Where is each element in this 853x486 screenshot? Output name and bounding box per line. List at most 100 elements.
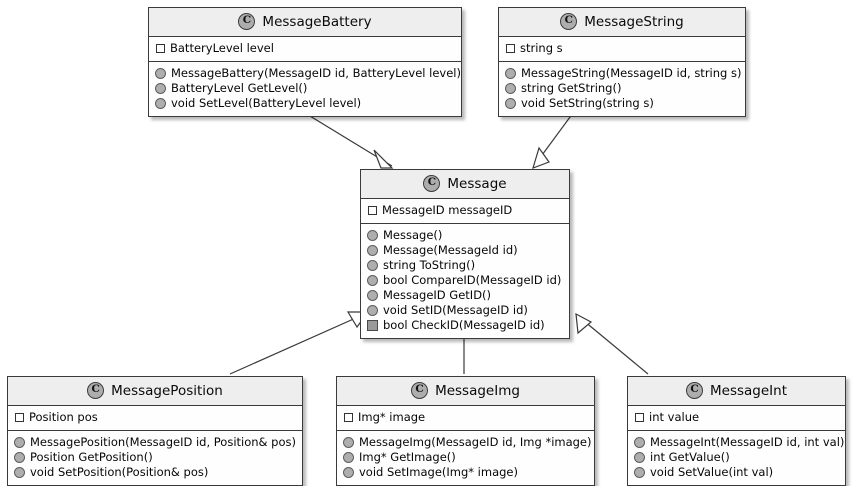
public-member-marker-icon	[634, 452, 645, 463]
method-label: Position GetPosition()	[30, 450, 153, 464]
class-box-messageposition[interactable]: C MessagePosition Position pos MessagePo…	[7, 376, 303, 486]
method-label: void SetImage(Img* image)	[359, 465, 518, 479]
generalization-messageint-to-message	[575, 312, 649, 375]
methods-section: MessagePosition(MessageID id, Position& …	[8, 431, 302, 485]
method-label: void SetID(MessageID id)	[383, 303, 528, 317]
private-field-marker-icon	[506, 44, 515, 53]
class-name-label: Message	[447, 175, 507, 192]
class-name-label: MessageString	[584, 13, 684, 30]
method-label: void SetString(string s)	[521, 96, 654, 110]
method-label: MessageString(MessageID id, string s)	[521, 66, 742, 80]
field-row: MessageID messageID	[367, 203, 563, 218]
generalization-messagebattery-to-message	[304, 112, 394, 169]
class-type-icon: C	[238, 13, 256, 30]
public-member-marker-icon	[505, 83, 516, 94]
field-label: MessageID messageID	[382, 203, 513, 217]
fields-section: int value	[628, 406, 845, 430]
class-box-messageint[interactable]: C MessageInt int value MessageInt(Messag…	[627, 376, 846, 486]
class-name-label: MessageInt	[710, 382, 787, 399]
fields-section: Img* image	[337, 406, 594, 430]
methods-section: MessageImg(MessageID id, Img *image) Img…	[337, 431, 594, 485]
class-type-icon: C	[686, 382, 703, 399]
public-member-marker-icon	[343, 452, 354, 463]
class-name-label: MessageBattery	[262, 13, 372, 30]
field-row: string s	[505, 41, 739, 56]
public-member-marker-icon	[367, 245, 378, 256]
divider	[8, 430, 302, 431]
class-box-messageimg[interactable]: C MessageImg Img* image MessageImg(Messa…	[336, 376, 595, 486]
public-member-marker-icon	[155, 83, 166, 94]
public-member-marker-icon	[367, 260, 378, 271]
method-row: bool CompareID(MessageID id)	[367, 273, 563, 288]
divider	[499, 36, 745, 37]
public-member-marker-icon	[505, 68, 516, 79]
generalization-messagestring-to-message	[532, 112, 574, 169]
field-row: int value	[634, 410, 839, 425]
private-field-marker-icon	[15, 413, 24, 422]
method-label: void SetValue(int val)	[650, 465, 774, 479]
method-row: BatteryLevel GetLevel()	[155, 81, 455, 96]
divider	[628, 430, 845, 431]
public-member-marker-icon	[634, 467, 645, 478]
method-label: MessageBattery(MessageID id, BatteryLeve…	[171, 66, 461, 80]
method-row: MessageBattery(MessageID id, BatteryLeve…	[155, 66, 461, 81]
method-row: void SetPosition(Position& pos)	[14, 465, 296, 480]
method-row: void SetString(string s)	[505, 96, 739, 111]
method-label: MessageImg(MessageID id, Img *image)	[359, 435, 592, 449]
method-row: MessageString(MessageID id, string s)	[505, 66, 742, 81]
class-header-messagestring: C MessageString	[499, 8, 745, 36]
public-member-marker-icon	[14, 467, 25, 478]
method-label: BatteryLevel GetLevel()	[171, 81, 308, 95]
public-member-marker-icon	[367, 275, 378, 286]
method-label: int GetValue()	[650, 450, 730, 464]
method-row: int GetValue()	[634, 450, 839, 465]
public-member-marker-icon	[14, 452, 25, 463]
field-row: BatteryLevel level	[155, 41, 455, 56]
public-member-marker-icon	[505, 98, 516, 109]
field-label: string s	[520, 41, 563, 55]
method-row: void SetLevel(BatteryLevel level)	[155, 96, 455, 111]
public-member-marker-icon	[634, 437, 645, 448]
class-type-icon: C	[560, 13, 578, 30]
public-member-marker-icon	[155, 98, 166, 109]
method-label: bool CompareID(MessageID id)	[383, 273, 562, 287]
class-name-label: MessageImg	[435, 382, 520, 399]
class-header-messageposition: C MessagePosition	[8, 377, 302, 405]
class-header-messageint: C MessageInt	[628, 377, 845, 405]
method-row: Img* GetImage()	[343, 450, 588, 465]
class-header-message: C Message	[361, 170, 569, 198]
class-box-message[interactable]: C Message MessageID messageID Message() …	[360, 169, 570, 339]
fields-section: Position pos	[8, 406, 302, 430]
method-label: MessageInt(MessageID id, int val)	[650, 435, 845, 449]
class-box-messagestring[interactable]: C MessageString string s MessageString(M…	[498, 7, 746, 117]
method-label: Img* GetImage()	[359, 450, 456, 464]
method-label: void SetLevel(BatteryLevel level)	[171, 96, 362, 110]
method-label: Message(MessageId id)	[383, 243, 518, 257]
fields-section: MessageID messageID	[361, 199, 569, 223]
class-type-icon: C	[411, 382, 429, 399]
method-label: void SetPosition(Position& pos)	[30, 465, 209, 479]
method-row: bool CheckID(MessageID id)	[367, 318, 563, 333]
field-row: Position pos	[14, 410, 296, 425]
private-field-marker-icon	[156, 44, 165, 53]
public-member-marker-icon	[343, 437, 354, 448]
divider	[337, 430, 594, 431]
method-row: Message()	[367, 228, 563, 243]
method-row: string ToString()	[367, 258, 563, 273]
divider	[499, 61, 745, 62]
class-type-icon: C	[87, 382, 105, 399]
private-field-marker-icon	[368, 206, 377, 215]
method-row: string GetString()	[505, 81, 739, 96]
methods-section: Message() Message(MessageId id) string T…	[361, 224, 569, 338]
class-box-messagebattery[interactable]: C MessageBattery BatteryLevel level Mess…	[148, 7, 462, 117]
method-label: string GetString()	[521, 81, 622, 95]
class-type-icon: C	[423, 175, 441, 192]
method-row: void SetValue(int val)	[634, 465, 839, 480]
divider	[337, 405, 594, 406]
field-label: Img* image	[358, 410, 426, 424]
divider	[149, 36, 461, 37]
methods-section: MessageInt(MessageID id, int val) int Ge…	[628, 431, 845, 485]
method-label: MessagePosition(MessageID id, Position& …	[30, 435, 296, 449]
private-field-marker-icon	[344, 413, 353, 422]
